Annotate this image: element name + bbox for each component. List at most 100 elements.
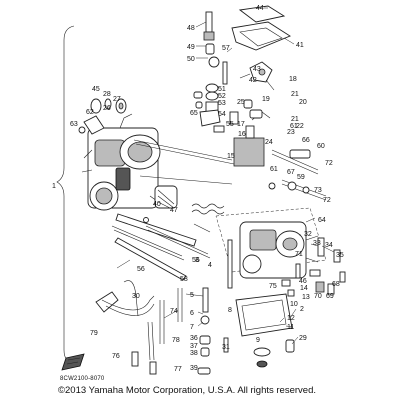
- callout-64: 64: [318, 217, 326, 224]
- callout-10: 10: [290, 301, 298, 308]
- callout-4: 4: [208, 262, 212, 269]
- callout-71: 71: [295, 251, 303, 258]
- callout-34: 34: [325, 242, 333, 249]
- callout-70: 70: [314, 293, 322, 300]
- callout-56b: 56: [192, 257, 200, 264]
- right-carburetor-body: [215, 207, 327, 279]
- callout-7: 7: [190, 324, 194, 331]
- float-bowl: [223, 293, 295, 368]
- callout-18: 18: [289, 76, 297, 83]
- callout-32: 32: [304, 231, 312, 238]
- callout-54: 54: [218, 111, 226, 118]
- callout-52: 52: [218, 93, 226, 100]
- callout-35: 35: [336, 252, 344, 259]
- callout-63: 63: [70, 121, 78, 128]
- callout-8: 8: [228, 307, 232, 314]
- callout-16: 16: [238, 131, 246, 138]
- assembly-bracket: [56, 25, 75, 365]
- callout-73: 73: [314, 187, 322, 194]
- top-center-parts: [199, 11, 239, 127]
- callout-50: 50: [187, 56, 195, 63]
- callout-57: 57: [222, 45, 230, 52]
- callout-77: 77: [174, 366, 182, 373]
- callout-27: 27: [113, 96, 121, 103]
- right-linkage: [268, 149, 327, 201]
- callout-45: 45: [92, 86, 100, 93]
- callout-11: 11: [287, 324, 294, 331]
- callout-69: 69: [326, 293, 334, 300]
- callout-15: 15: [227, 153, 235, 160]
- fuel-hoses: [95, 280, 183, 375]
- callout-12: 12: [287, 315, 295, 322]
- callout-13: 13: [302, 294, 310, 301]
- callout-41: 41: [296, 42, 304, 49]
- top-cover: [231, 5, 291, 51]
- callout-29: 29: [299, 335, 307, 342]
- callout-33: 33: [313, 240, 321, 247]
- callout-76: 76: [112, 353, 120, 360]
- callout-31: 31: [222, 344, 230, 351]
- callout-36: 36: [190, 335, 198, 342]
- callout-labels: 1 2 3 4 5 6 7 8 9 10 11 12 13 14 15 16 1…: [52, 5, 344, 373]
- callout-72b: 72: [323, 197, 331, 204]
- callout-59: 59: [297, 174, 305, 181]
- fuel-cap-icon: [61, 353, 85, 371]
- callout-1: 1: [52, 183, 56, 190]
- callout-60: 60: [317, 143, 325, 150]
- left-top-small-parts: [78, 98, 127, 135]
- copyright-text: ©2013 Yamaha Motor Corporation, U.S.A. A…: [58, 385, 316, 396]
- callout-75: 75: [269, 283, 277, 290]
- callout-44: 44: [256, 5, 264, 12]
- callout-79: 79: [90, 330, 98, 337]
- callout-65: 65: [190, 110, 198, 117]
- callout-30: 30: [132, 293, 140, 300]
- callout-48: 48: [187, 25, 195, 32]
- callout-58: 58: [180, 276, 188, 283]
- callout-49: 49: [187, 44, 195, 51]
- center-needles: [197, 239, 233, 375]
- callout-22: 22: [296, 123, 304, 130]
- diagram-code: 8CW2100-8070: [60, 376, 105, 382]
- callout-61a: 61: [290, 123, 298, 130]
- callout-24: 24: [265, 139, 273, 146]
- callout-3: 3: [195, 257, 199, 264]
- callout-72a: 72: [325, 160, 333, 167]
- callout-43: 43: [253, 66, 261, 73]
- synchronizing-spring: [154, 185, 225, 215]
- callout-2: 2: [300, 306, 304, 313]
- callout-5: 5: [190, 292, 194, 299]
- callout-6: 6: [190, 310, 194, 317]
- link-rods: [111, 213, 197, 281]
- leader-lines: [116, 7, 335, 345]
- callout-14: 14: [300, 285, 308, 292]
- callout-23: 23: [287, 129, 295, 136]
- callout-67: 67: [287, 169, 295, 176]
- callout-56a: 56: [137, 266, 145, 273]
- mid-small-parts: [193, 91, 263, 133]
- callout-68: 68: [332, 281, 340, 288]
- callout-66: 66: [302, 137, 310, 144]
- callout-53: 53: [218, 100, 226, 107]
- callout-37: 37: [190, 343, 198, 350]
- callout-28: 28: [103, 91, 111, 98]
- callout-78: 78: [172, 337, 180, 344]
- callout-39: 39: [190, 365, 198, 372]
- callout-51: 51: [218, 86, 226, 93]
- callout-47: 47: [170, 207, 178, 214]
- callout-74: 74: [170, 308, 178, 315]
- vacuum-chamber: [233, 111, 271, 167]
- callout-17: 17: [237, 121, 245, 128]
- throttle-shafts: [133, 139, 235, 185]
- callout-26: 26: [103, 105, 111, 112]
- center-rods: [145, 223, 211, 259]
- callout-19: 19: [262, 96, 270, 103]
- callout-42: 42: [249, 77, 257, 84]
- right-side-jets: [281, 237, 346, 297]
- throttle-linkage: [239, 61, 275, 91]
- callout-40: 40: [153, 201, 161, 208]
- callout-38: 38: [190, 350, 198, 357]
- callout-20: 20: [299, 99, 307, 106]
- callout-46: 46: [299, 278, 307, 285]
